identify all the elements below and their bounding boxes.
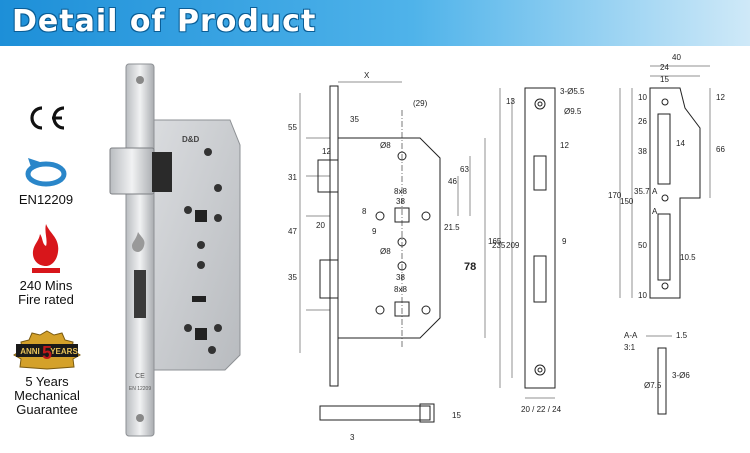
photo-brand: D&D (182, 135, 200, 144)
front-dim-31: 31 (288, 173, 297, 182)
faceplate-ce: CE (135, 373, 145, 380)
guarantee-badge-right: YEARS (50, 347, 78, 356)
front-dim-55: 55 (288, 123, 297, 132)
front-dim-29: (29) (413, 99, 428, 108)
side-dim-9: 9 (562, 237, 567, 246)
side-dim-13: 13 (506, 97, 515, 106)
front-dim-20: 20 (316, 221, 325, 230)
strike-dim-26: 26 (638, 117, 647, 126)
strike-dim-15: 15 (660, 75, 669, 84)
header-banner: Detail of Product (0, 0, 750, 46)
front-dim-46: 46 (448, 177, 457, 186)
side-dim-widths: 20 / 22 / 24 (521, 405, 562, 414)
front-dim-165: 165 (488, 237, 502, 246)
guarantee: ANNI 5 YEARS 5 Years Mechanical Guarante… (4, 330, 90, 417)
strike-dim-50: 50 (638, 241, 647, 250)
rotation-arrow-icon (25, 158, 67, 187)
front-view-drawing (299, 81, 486, 423)
strike-dim-a-top: A (652, 187, 658, 196)
guarantee-badge-number: 5 (42, 343, 52, 363)
side-dim-235: 235 (492, 241, 506, 250)
technical-drawings: X (29) 55 35 12 31 Ø8 8x8 38 8 9 46 63 2… (288, 53, 725, 442)
strike-dim-a-bottom: A (652, 207, 658, 216)
strike-dim-10-5: 10.5 (680, 253, 696, 262)
strike-dim-38: 38 (638, 147, 647, 156)
section-dim-phi7-5: Ø7.5 (644, 381, 662, 390)
strike-dim-40: 40 (672, 53, 681, 62)
front-dim-x: X (364, 71, 370, 80)
front-dim-phi8-bottom: Ø8 (380, 247, 391, 256)
mortice-lock-photo: D&D CE EN 12209 (109, 63, 241, 437)
side-dim-phi9-5: Ø9.5 (564, 107, 582, 116)
ce-mark-icon (30, 106, 65, 130)
front-dim-15: 15 (452, 411, 461, 420)
strike-dim-150: 150 (620, 197, 634, 206)
section-scale: 3:1 (624, 343, 636, 352)
front-dim-35: 35 (350, 115, 359, 124)
guarantee-line1: 5 Years (25, 374, 69, 389)
faceplate-code: EN 12209 (129, 386, 151, 392)
strike-dim-14: 14 (676, 139, 685, 148)
section-dim-holes: 3-Ø6 (672, 371, 690, 380)
fire-icon (32, 224, 60, 273)
section-title: A-A (624, 331, 638, 340)
strike-plate-drawing (619, 65, 711, 415)
section-dim-1-5: 1.5 (676, 331, 688, 340)
strike-dim-24: 24 (660, 63, 669, 72)
guarantee-badge-left: ANNI (20, 347, 40, 356)
strike-dim-170: 170 (608, 191, 622, 200)
front-dim-78: 78 (464, 261, 476, 273)
front-dim-38-bottom: 38 (396, 273, 405, 282)
side-dim-12: 12 (560, 141, 569, 150)
strike-dim-66: 66 (716, 145, 725, 154)
ce-certification (22, 104, 70, 137)
side-dim-209: 209 (506, 241, 520, 250)
guarantee-seal-icon: ANNI 5 YEARS (13, 330, 81, 370)
strike-dim-12: 12 (716, 93, 725, 102)
fire-duration: 240 Mins (19, 278, 73, 293)
front-dim-35-bottom: 35 (288, 273, 297, 282)
front-dim-21-5: 21.5 (444, 223, 460, 232)
front-dim-63: 63 (460, 165, 469, 174)
strike-dim-10-bottom: 10 (638, 291, 647, 300)
front-dim-3: 3 (350, 433, 355, 442)
front-dim-9: 9 (372, 227, 377, 236)
en12209-certification: EN12209 (10, 152, 82, 207)
front-dim-38-top: 38 (396, 197, 405, 206)
guarantee-line3: Guarantee (16, 402, 78, 417)
fire-rated-label: Fire rated (18, 292, 74, 307)
strike-dim-10-top: 10 (638, 93, 647, 102)
fire-rating: 240 Mins Fire rated (10, 222, 82, 307)
guarantee-line2: Mechanical (14, 388, 80, 403)
front-dim-8: 8 (362, 207, 367, 216)
side-dim-hole: 3-Ø5.5 (560, 87, 585, 96)
page-title: Detail of Product (12, 4, 317, 39)
side-view-drawing (499, 87, 556, 399)
front-dim-47: 47 (288, 227, 297, 236)
front-dim-12: 12 (322, 147, 331, 156)
front-dim-phi8-top: Ø8 (380, 141, 391, 150)
strike-dim-35-7: 35.7 (634, 187, 650, 196)
front-dim-8x8-bottom: 8x8 (394, 285, 407, 294)
en12209-label: EN12209 (18, 192, 74, 207)
front-dim-8x8-top: 8x8 (394, 187, 407, 196)
